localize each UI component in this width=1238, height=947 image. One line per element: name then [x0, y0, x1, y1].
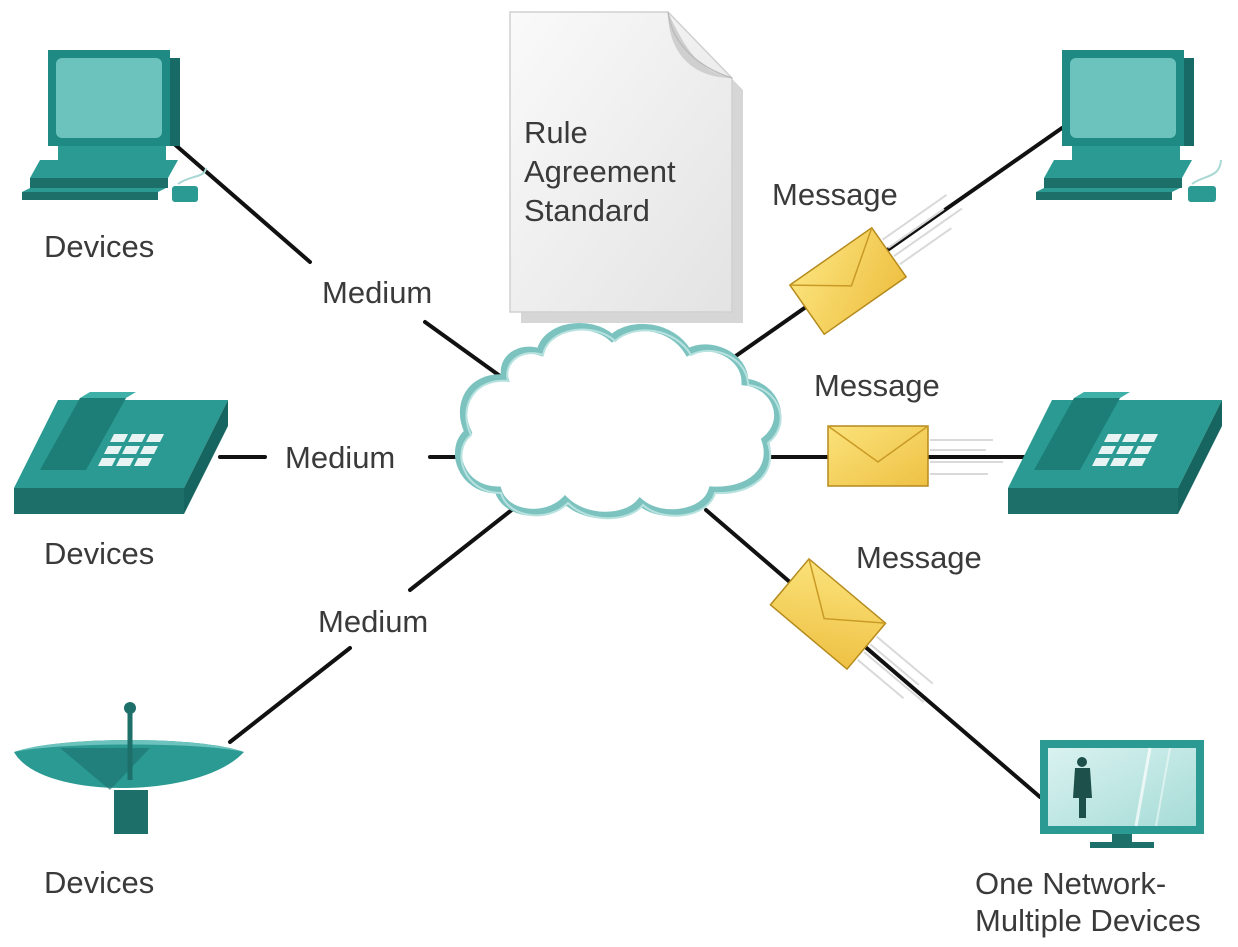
document-text: Rule Agreement Standard: [524, 113, 676, 230]
message-label-bottom: Message: [856, 540, 982, 575]
medium-label-top: Medium: [322, 275, 433, 310]
medium-line-bottom-left-inner: [408, 503, 520, 592]
medium-label-bottom: Medium: [318, 604, 429, 639]
devices-label-top: Devices: [44, 229, 155, 264]
cloud-network-icon: [455, 323, 782, 520]
telephone-icon-left: [14, 392, 228, 514]
satellite-dish-icon: [14, 702, 244, 834]
monitor-tv-icon: [1040, 740, 1204, 848]
medium-line-bottom-left: [228, 646, 352, 744]
envelope-icon-mid: [827, 425, 1003, 487]
doc-line-rule: Rule: [524, 115, 588, 150]
medium-line-top-left-inner: [423, 320, 502, 378]
envelope-icon-top: [788, 194, 963, 336]
doc-line-standard: Standard: [524, 193, 650, 228]
doc-line-agreement: Agreement: [524, 154, 676, 189]
envelope-icon-bottom: [769, 557, 934, 703]
desktop-computer-icon-right: [1036, 50, 1222, 202]
message-label-mid: Message: [814, 368, 940, 403]
devices-label-mid: Devices: [44, 536, 155, 571]
devices-label-bottom: Devices: [44, 865, 155, 900]
medium-line-top-left: [170, 140, 312, 264]
desktop-computer-icon-left: [22, 50, 207, 202]
telephone-icon-right: [1008, 392, 1222, 514]
person-figure: [1073, 757, 1092, 818]
one-network-label-line1: One Network-: [975, 866, 1167, 901]
medium-label-mid: Medium: [285, 440, 396, 475]
document-icon: [509, 11, 743, 323]
message-line-bottom-right: [704, 508, 1042, 799]
message-label-top: Message: [772, 177, 898, 212]
one-network-label-line2: Multiple Devices: [975, 903, 1201, 938]
